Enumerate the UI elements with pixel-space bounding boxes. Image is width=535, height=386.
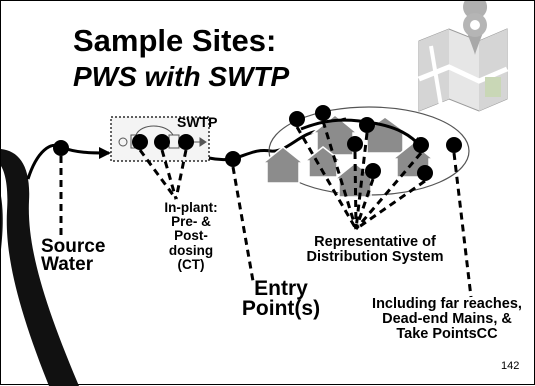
entry-points-label: Entry Point(s) (239, 277, 323, 320)
far-reaches-line: Take PointsCC (396, 326, 498, 343)
in-plant-line: In-plant: (164, 200, 218, 215)
far-reaches-line: Including far reaches, (372, 296, 522, 312)
sample-point-dist-1 (289, 111, 305, 127)
in-plant-line: Pre- & (171, 214, 211, 230)
sample-point-source (53, 140, 69, 156)
sample-point-dist-7 (417, 165, 433, 181)
sample-point-mid-dosing (154, 134, 170, 150)
entry-points-line: Point(s) (241, 296, 321, 320)
sample-point-dist-5 (365, 163, 381, 179)
source-water-line: Water (41, 254, 94, 276)
leader-lines (59, 120, 473, 298)
sample-point-entry (225, 151, 241, 167)
in-plant-line: Post- (174, 228, 208, 244)
far-reaches-line: Dead-end Mains, & (382, 311, 512, 328)
distribution-label: Representative of Distribution System (295, 234, 455, 266)
in-plant-label: In-plant: Pre- & Post- dosing (CT) (141, 200, 241, 272)
sample-point-pre-dosing (132, 134, 148, 150)
sample-point-dist-6 (413, 137, 429, 153)
source-water-line: Source (41, 236, 106, 257)
distribution-line: Representative of (314, 234, 436, 250)
river (1, 149, 79, 386)
sample-point-far-reach (446, 137, 462, 153)
in-plant-line: dosing (168, 242, 214, 258)
sample-point-dist-3 (359, 117, 375, 133)
house-icon (260, 114, 436, 198)
far-reaches-label: Including far reaches, Dead-end Mains, &… (363, 296, 531, 343)
sample-points (53, 105, 462, 181)
source-water-label: Source Water (41, 236, 106, 276)
in-plant-line: (CT) (177, 256, 205, 272)
slide-subtitle: PWS with SWTP (73, 61, 290, 92)
sample-point-dist-4 (347, 136, 363, 152)
distribution-line: Distribution System (306, 249, 444, 266)
entry-points-line: Entry (254, 277, 308, 300)
map-pin-icon (418, 1, 508, 112)
page-number: 142 (501, 360, 520, 372)
slide-title: Sample Sites: (73, 23, 277, 58)
sample-point-dist-2 (315, 105, 331, 121)
sample-point-post-dosing (178, 134, 194, 150)
swtp-label: SWTP (177, 114, 218, 130)
